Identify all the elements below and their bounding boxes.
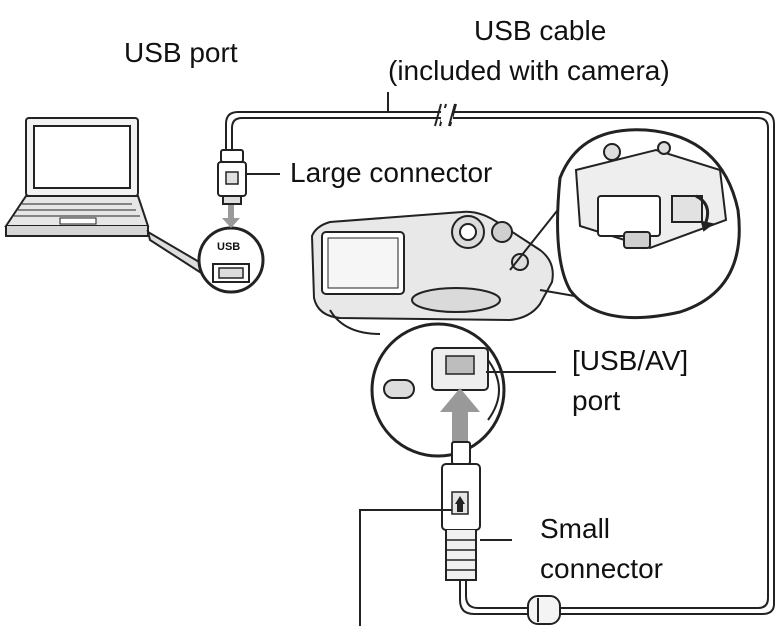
plug-in-arrow-bottom (440, 388, 480, 442)
usb-cable-icon (225, 92, 775, 615)
usb-av-port-detail (370, 322, 556, 458)
cover-detail-inset (509, 128, 741, 320)
ferrite-core-icon (527, 595, 561, 625)
usb-av-label: [USB/AV] (572, 345, 689, 376)
small-connector-icon (441, 441, 512, 581)
arrow-mark-leader (359, 509, 452, 626)
camera-icon (310, 210, 554, 335)
laptop-icon (4, 117, 150, 237)
large-connector-label: Large connector (290, 157, 493, 188)
usb-port-callout (146, 229, 207, 278)
large-connector-icon (217, 149, 280, 205)
usb-port-label: USB port (124, 37, 238, 68)
small-connector-word: connector (540, 553, 663, 584)
plug-in-arrow-top (222, 204, 240, 228)
usb-cable-note: (included with camera) (388, 55, 670, 86)
usb-socket-icon (197, 226, 265, 294)
usb-socket-mark: USB (217, 241, 241, 253)
usb-cable-label: USB cable (474, 15, 607, 46)
usb-av-port-word: port (572, 385, 621, 416)
small-connector-label: Small (540, 513, 611, 544)
